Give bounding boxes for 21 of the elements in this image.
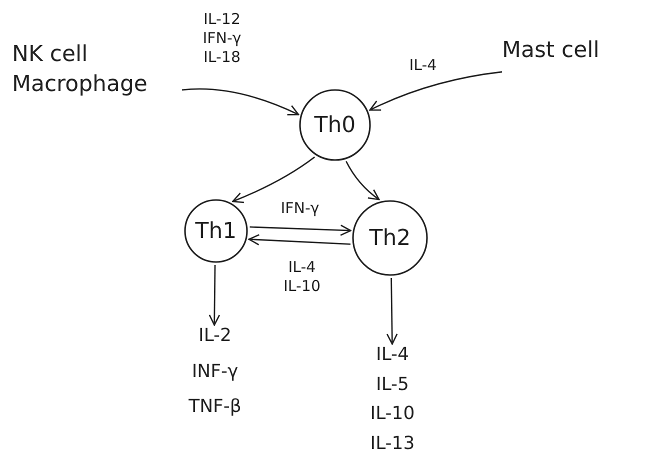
cytokine-label: IL-5: [376, 374, 409, 396]
cell-type-label: NK cell: [12, 42, 88, 68]
arrow: [232, 156, 316, 204]
cytokine-label: IL-2: [198, 325, 232, 347]
arrow: [369, 71, 502, 111]
cytokine-label: IL-4: [376, 344, 409, 366]
cell-type-label: Mast cell: [502, 38, 600, 64]
arrow: [250, 224, 352, 236]
cytokine-label: INF-γ: [192, 360, 238, 382]
cytokine-label: IL-10: [370, 403, 415, 425]
cell-label: Th1: [195, 218, 237, 244]
arrow: [208, 264, 220, 326]
arrow: [346, 161, 380, 200]
arrow: [248, 234, 351, 246]
cell-type-label: Macrophage: [12, 72, 148, 99]
cell-label: Th0: [314, 112, 356, 138]
cytokine-label: IL-13: [370, 432, 415, 454]
cell-label: Th2: [369, 226, 411, 250]
cytokine-label: TNF-β: [188, 396, 242, 418]
arrow: [386, 278, 398, 345]
arrow: [182, 88, 300, 116]
